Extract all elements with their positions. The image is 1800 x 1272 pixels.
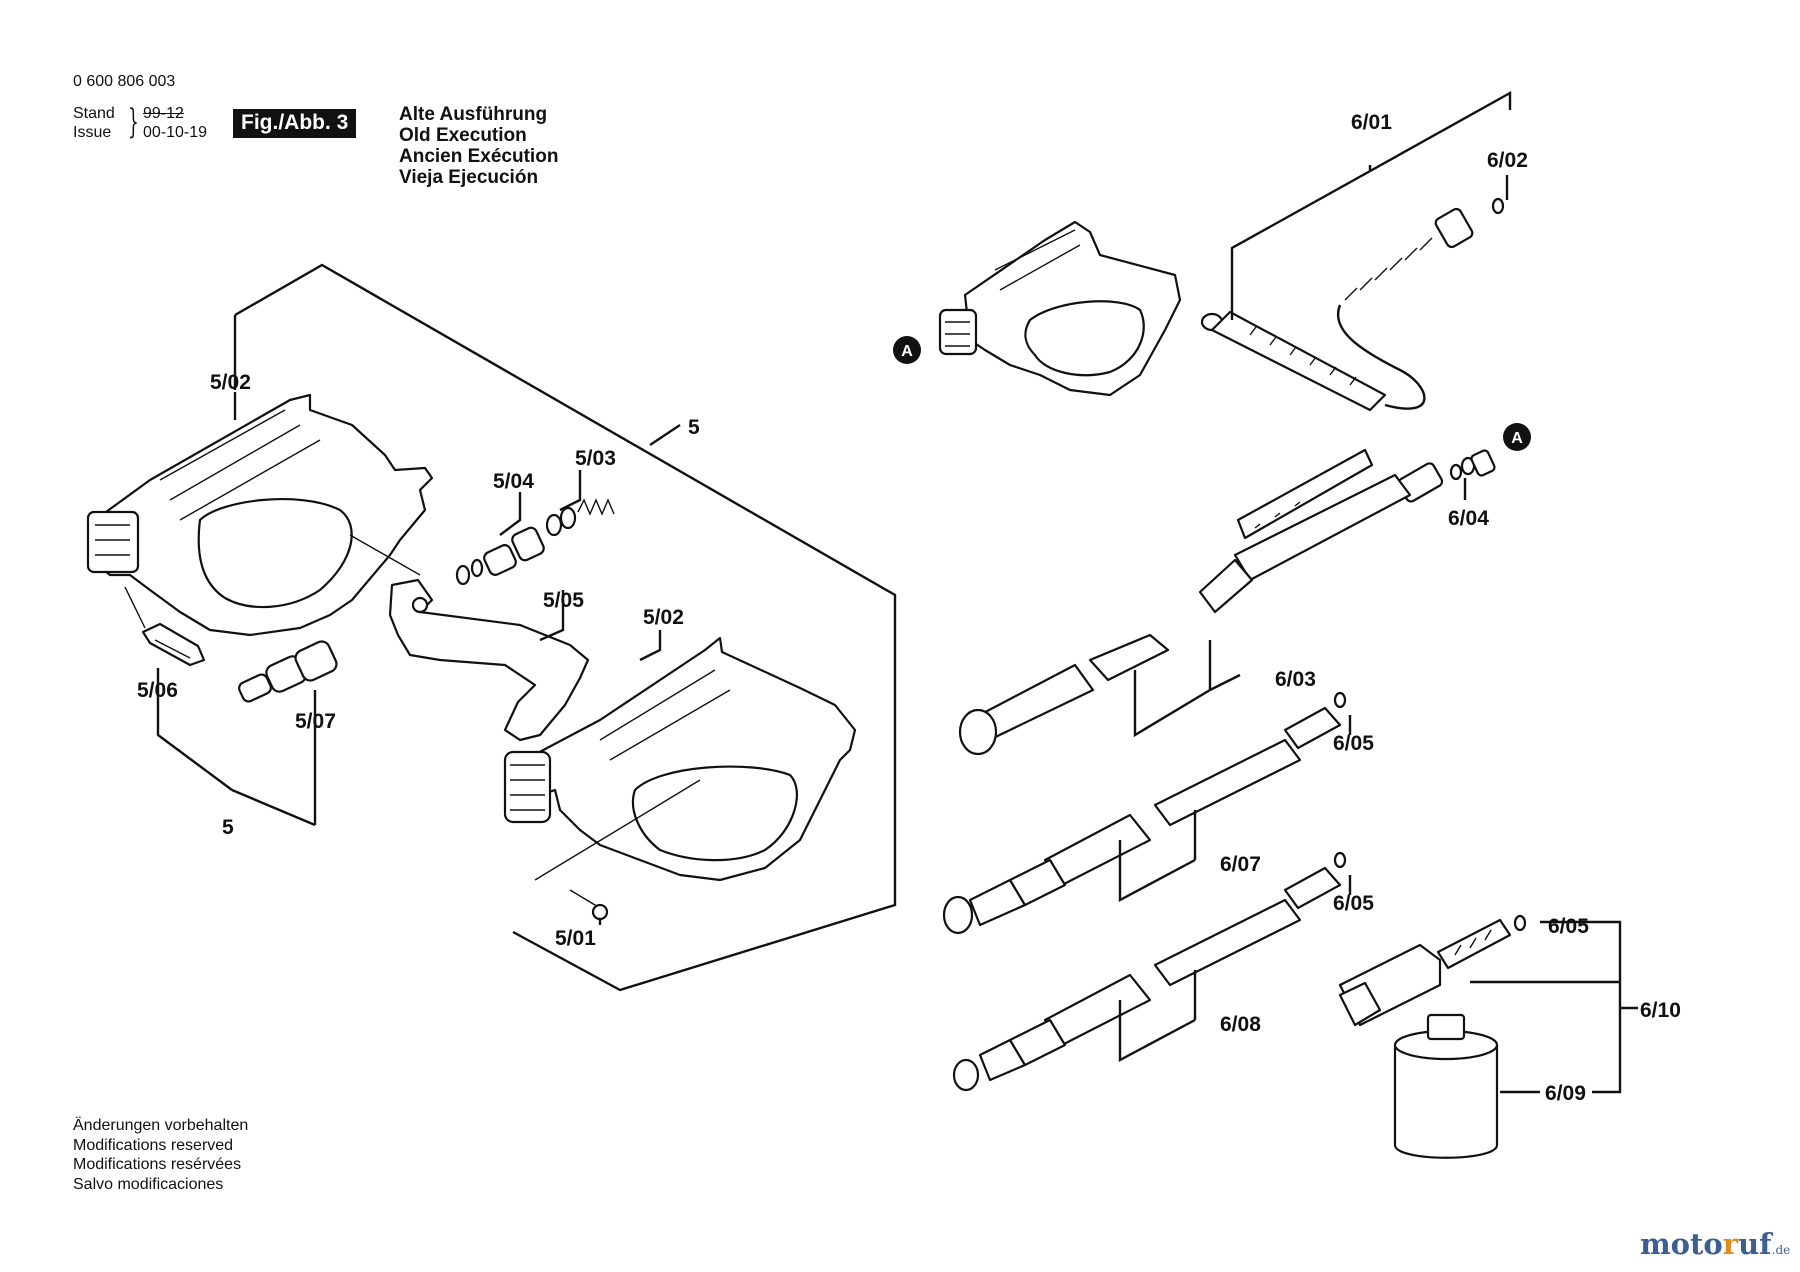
- exec-title-de: Alte Ausführung: [399, 104, 548, 125]
- svg-text:A: A: [901, 343, 913, 360]
- label-5-top: 5: [688, 416, 700, 439]
- valve-5-07: [238, 640, 338, 703]
- watermark-highlight: r: [1722, 1227, 1739, 1261]
- label-6-07: 6/07: [1220, 853, 1261, 876]
- execution-title: Alte Ausführung Old Execution Ancien Exé…: [399, 104, 558, 188]
- exec-title-fr: Ancien Exécution: [399, 146, 559, 167]
- nozzle-6-04: [1449, 449, 1496, 481]
- label-6-10: 6/10: [1640, 999, 1681, 1022]
- old-date: 99-12: [143, 105, 184, 122]
- watermark-suffix: uf: [1738, 1227, 1772, 1261]
- handle-housing-right: [503, 636, 857, 882]
- label-5-07: 5/07: [295, 710, 336, 733]
- leader-lines-right: [1118, 90, 1638, 1094]
- revision-dates: 99-12 00-10-19: [143, 104, 207, 142]
- watermark-prefix: moto: [1640, 1227, 1723, 1261]
- label-5-02-right: 5/02: [643, 606, 684, 629]
- exec-title-en: Old Execution: [399, 125, 527, 146]
- note-de: Änderungen vorbehalten: [73, 1117, 249, 1134]
- label-5-06: 5/06: [137, 679, 178, 702]
- label-5-05: 5/05: [543, 589, 584, 612]
- label-5-bottom: 5: [222, 816, 234, 839]
- stand-label: Stand: [73, 105, 115, 122]
- label-6-09: 6/09: [1545, 1082, 1586, 1105]
- handle-housing-left: [86, 393, 434, 637]
- lance-6-07: [942, 691, 1347, 935]
- figure-badge: Fig./Abb. 3: [233, 109, 357, 138]
- svg-text:A: A: [1511, 430, 1523, 447]
- lance-6-08: [952, 851, 1347, 1092]
- modification-notes: Änderungen vorbehalten Modifications res…: [73, 1116, 248, 1194]
- note-fr: Modifications resérvées: [73, 1156, 242, 1173]
- brace-glyph: }: [128, 102, 139, 142]
- document-number: 0 600 806 003: [73, 73, 176, 90]
- new-date: 00-10-19: [143, 124, 208, 141]
- trigger-lever-5-05: [388, 578, 590, 742]
- label-5-02-left: 5/02: [210, 371, 251, 394]
- label-6-08: 6/08: [1220, 1013, 1261, 1036]
- stand-issue-labels: Stand Issue: [73, 104, 115, 142]
- label-6-02: 6/02: [1487, 149, 1528, 172]
- assembly-guide-lines: [124, 534, 701, 881]
- label-5-04: 5/04: [493, 470, 534, 493]
- watermark-tld: .de: [1771, 1243, 1791, 1257]
- lance-6-03: [958, 448, 1444, 756]
- detergent-bottle-6-09: [1393, 1013, 1499, 1159]
- label-6-05-c: 6/05: [1548, 915, 1589, 938]
- label-5-01: 5/01: [555, 927, 596, 950]
- assembly-5-frame: [233, 263, 897, 992]
- label-5-03: 5/03: [575, 447, 616, 470]
- screw-5-01: [569, 889, 609, 921]
- part-labels: 5/02 5 5/03 5/04 5/05 5/02 5/06 5/07 5 5…: [137, 111, 1681, 1105]
- note-es: Salvo modificaciones: [73, 1175, 224, 1193]
- connector-marker-left: A: [893, 336, 921, 364]
- note-en: Modifications reserved: [73, 1136, 234, 1154]
- clip-5-06: [141, 622, 206, 667]
- foam-nozzle-6-10: [1338, 914, 1527, 1027]
- leader-lines-left: [156, 392, 681, 925]
- label-6-04: 6/04: [1448, 507, 1489, 530]
- label-6-05-b: 6/05: [1333, 892, 1374, 915]
- connector-marker-right: A: [1503, 423, 1531, 451]
- hose-6-02: [1200, 197, 1505, 412]
- valve-small-parts: [455, 498, 615, 586]
- label-6-05-a: 6/05: [1333, 732, 1374, 755]
- exec-title-es: Vieja Ejecución: [399, 167, 539, 188]
- label-6-03: 6/03: [1275, 668, 1316, 691]
- spray-gun-6-01: [938, 220, 1182, 397]
- watermark-logo[interactable]: motoruf.de: [1640, 1227, 1790, 1261]
- label-6-01: 6/01: [1351, 111, 1392, 134]
- issue-label: Issue: [73, 124, 112, 141]
